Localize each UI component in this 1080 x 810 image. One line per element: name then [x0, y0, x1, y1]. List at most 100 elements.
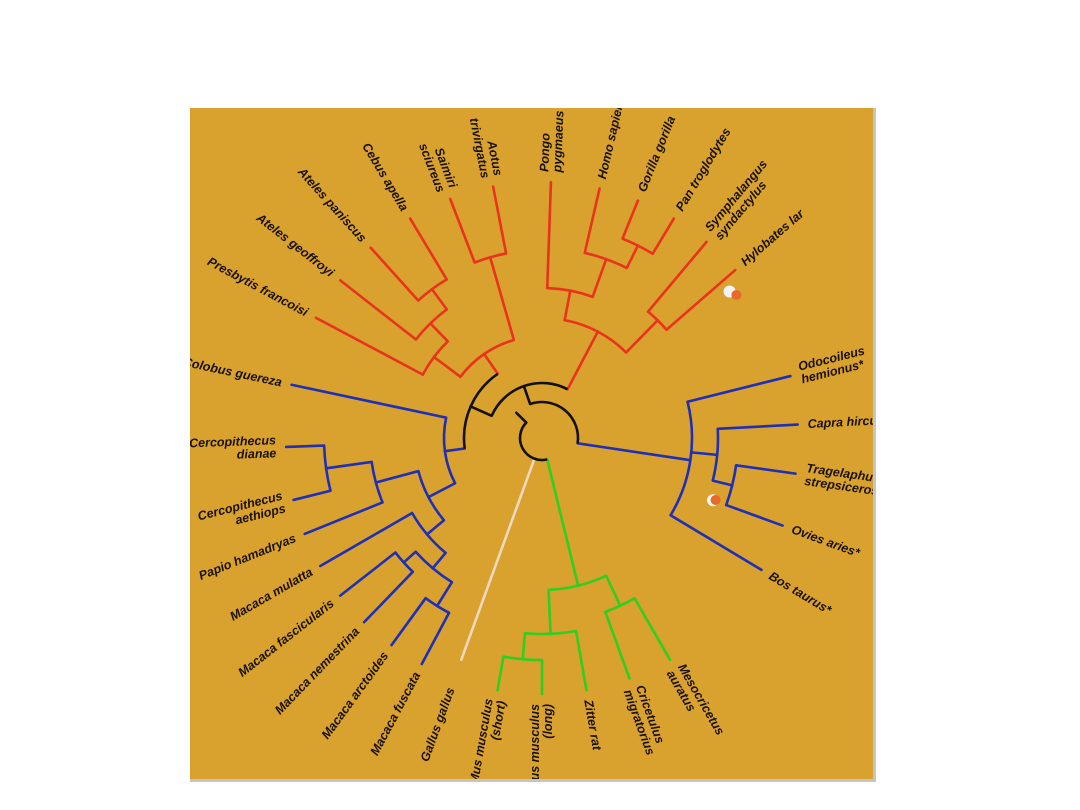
branch-crice	[603, 610, 631, 680]
branch-mfasc	[338, 551, 397, 597]
branch-trag	[734, 463, 797, 475]
taxon-label-line: Macaca mulatta	[228, 565, 316, 624]
node-arc	[564, 318, 628, 354]
taxon-label-line: Gorilla gorilla	[635, 114, 678, 194]
node-arc	[529, 400, 580, 444]
branch-internal	[625, 244, 640, 270]
branch-mmul	[318, 511, 414, 568]
taxon-label-mmul: Macaca mulatta	[228, 565, 316, 624]
taxon-label-caeth: Cercopithecusaethiops	[196, 489, 287, 536]
taxon-label-line: Colobus guereza	[190, 355, 283, 390]
branch-internal	[624, 319, 659, 354]
taxon-label-line: Zitter rat	[581, 698, 604, 752]
branch-internal	[488, 255, 516, 342]
branch-internal	[591, 257, 608, 299]
branch-internal	[342, 460, 373, 468]
node-arc	[647, 310, 668, 331]
branch-mnem	[362, 570, 415, 624]
taxon-label-mfusc: Macaca fuscata	[368, 670, 424, 758]
taxon-label-line: Ateles geoffroyi	[253, 210, 337, 280]
marker-apes-dot	[731, 289, 742, 300]
branch-internal	[393, 405, 448, 419]
node-arc	[490, 381, 569, 417]
branch-internal	[443, 447, 467, 453]
branch-internal	[430, 287, 449, 311]
node-arc	[322, 445, 332, 492]
branch-presb	[314, 316, 425, 376]
node-arc	[442, 417, 457, 484]
taxon-label-cebus: Cebus apella	[359, 140, 411, 213]
branch-pongo	[545, 180, 553, 290]
branch-internal	[429, 322, 450, 343]
taxon-label-trag: Tragelaphusstrepsiceros*	[804, 461, 873, 499]
branch-gor	[621, 199, 640, 240]
branch-internal	[482, 352, 500, 376]
branch-gallus	[459, 457, 536, 662]
taxon-label-line: Bos taurus*	[766, 569, 834, 618]
node-arc	[462, 372, 499, 449]
taxon-label-zitter: Zitter rat	[581, 698, 604, 752]
branch-capra	[716, 423, 799, 431]
taxon-label-muslong: Mus musculus(long)	[528, 704, 555, 779]
branch-internal	[547, 588, 552, 636]
branch-ovis	[724, 503, 784, 527]
taxon-label-line: (long)	[541, 704, 555, 739]
taxon-label-aotus: Aotustrivirgatus	[467, 114, 505, 179]
taxon-label-line: Papio hamadryas	[197, 531, 298, 583]
root-arc	[518, 421, 548, 462]
node-arc	[414, 308, 448, 341]
branch-ageof	[338, 279, 418, 341]
taxon-label-ovis: Ovies aries*	[790, 522, 863, 560]
taxon-label-papio: Papio hamadryas	[197, 531, 298, 583]
branch-odoc	[686, 374, 792, 404]
branch-internal	[402, 550, 417, 564]
node-arc	[417, 278, 448, 302]
node-arc	[724, 465, 738, 506]
branch-bos	[669, 513, 763, 572]
node-arc	[547, 286, 594, 299]
taxon-label-cdian: Cercopithecusdianae	[190, 433, 277, 463]
branch-internal	[425, 518, 446, 536]
branch-internal	[515, 411, 528, 424]
branch-internal	[576, 442, 609, 450]
taxon-label-line: Cebus apella	[359, 140, 411, 213]
taxon-label-homo: Homo sapiens*	[595, 108, 629, 180]
node-arc	[503, 655, 543, 662]
node-arc	[604, 597, 636, 614]
branch-internal	[550, 475, 580, 587]
branch-internal	[690, 451, 719, 457]
taxon-label-line: Aotus	[484, 138, 505, 176]
taxon-label-bos: Bos taurus*	[766, 569, 834, 618]
taxon-label-line: dianae	[237, 446, 277, 461]
branch-internal	[427, 481, 457, 499]
taxon-label-gallus: Gallus gallus	[418, 686, 458, 764]
node-arc	[421, 340, 449, 376]
node-arc	[584, 251, 628, 270]
branch-internal	[711, 479, 734, 487]
branch-internal	[566, 365, 581, 391]
taxon-label-line: Cercopithecus	[190, 433, 276, 450]
taxon-label-line: Ovies aries*	[790, 522, 863, 560]
branch-internal	[432, 355, 462, 379]
branch-apan	[369, 246, 420, 302]
taxon-label-presb: Presbytis francoisi	[205, 254, 311, 319]
node-arc	[711, 428, 720, 481]
node-arc	[524, 629, 577, 636]
taxon-label-colob: Colobus guereza	[190, 355, 283, 390]
branch-saim	[448, 197, 476, 264]
taxon-label-line: Macaca fuscata	[368, 670, 424, 758]
node-markers	[707, 285, 742, 507]
node-arc	[622, 237, 654, 255]
branch-cdian	[284, 444, 326, 449]
taxon-label-line: Homo sapiens*	[595, 108, 629, 180]
branch-internal	[605, 446, 692, 462]
taxon-label-saim: Saimirisciureus	[416, 137, 460, 195]
taxon-label-line: Pongo	[537, 132, 552, 172]
taxon-label-line: Capra hircus*	[807, 413, 873, 431]
branch-aotus	[491, 185, 504, 234]
taxon-label-meso: Mesocricetusauratus	[664, 661, 727, 744]
branch-symph	[646, 240, 708, 313]
